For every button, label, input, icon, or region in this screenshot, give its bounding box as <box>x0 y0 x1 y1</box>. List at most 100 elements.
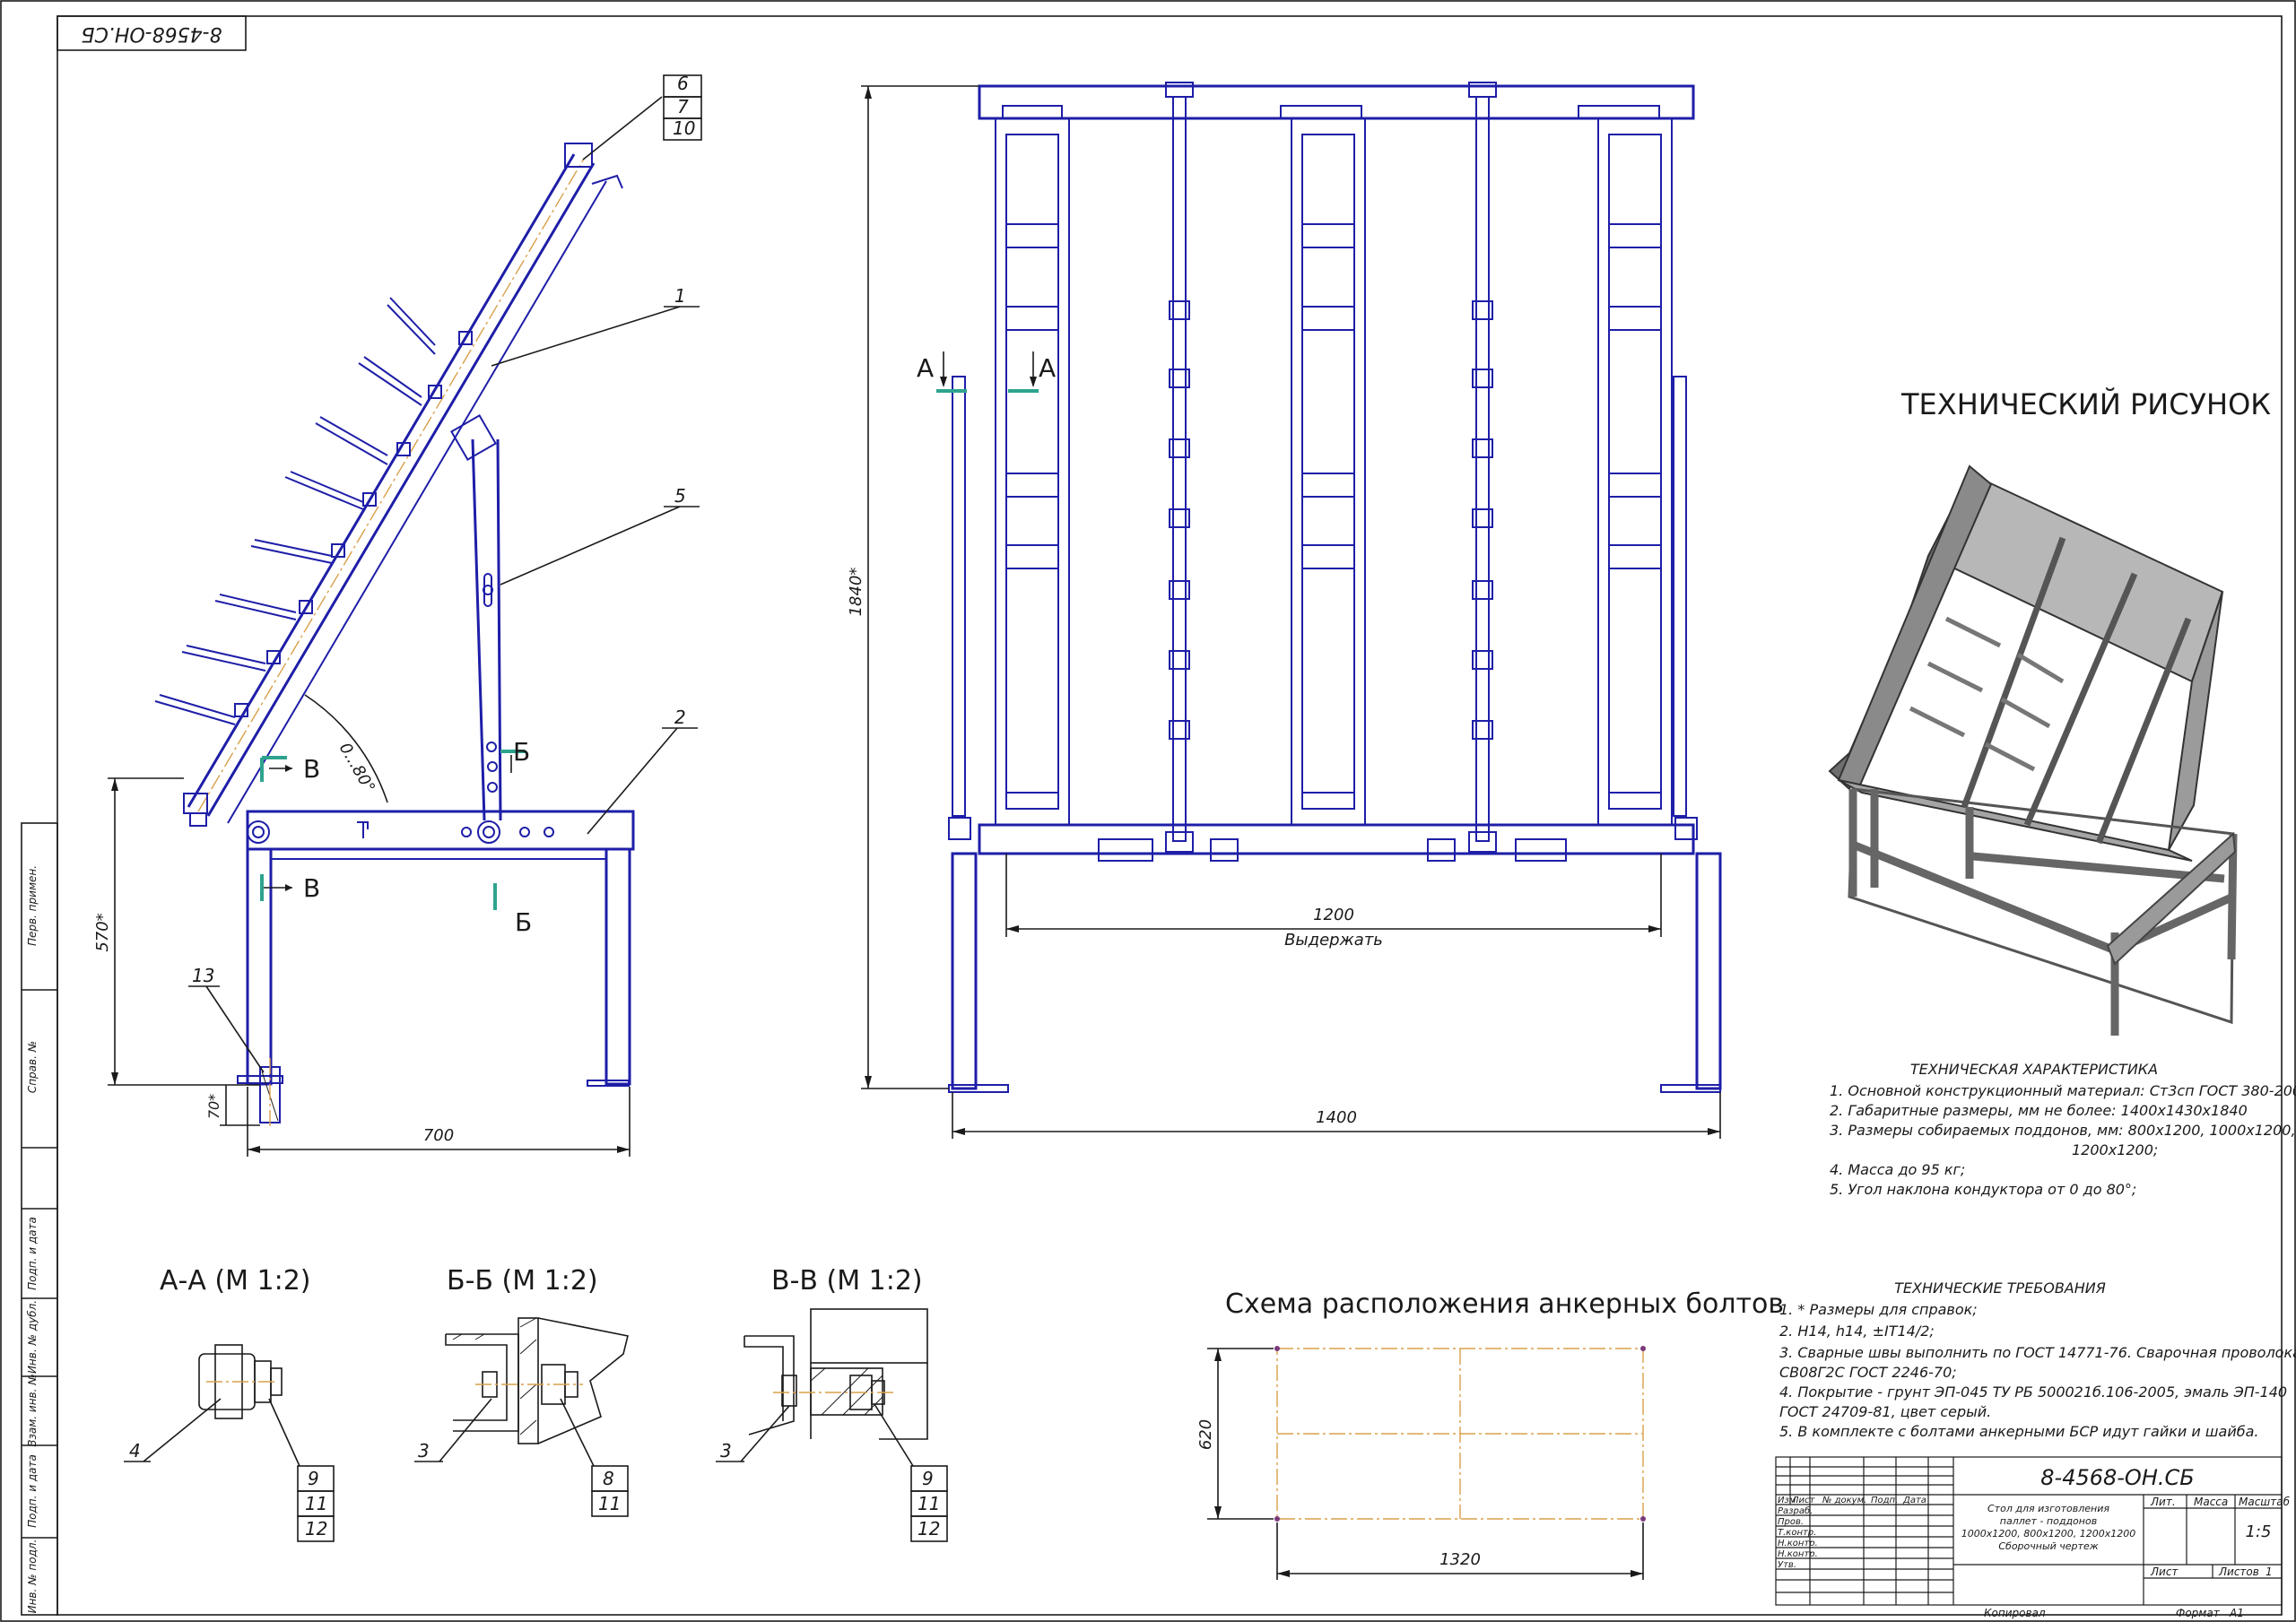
tech-char-line-1: 2. Габаритные размеры, мм не более: 1400… <box>1830 1102 2248 1119</box>
tech-characteristics: ТЕХНИЧЕСКАЯ ХАРАКТЕРИСТИКА 1. Основной к… <box>1830 1061 2296 1198</box>
tb-sheets-value: 1 <box>2266 1566 2273 1578</box>
strip-label-5: Подп. и дата <box>26 1454 39 1528</box>
front-dim-inner: 1200 <box>1313 906 1354 924</box>
tb-row-2: Т.контр. <box>1778 1528 1816 1538</box>
tb-format-label: Формат <box>2176 1607 2221 1619</box>
strip-label-3: Инв. № дубл. <box>26 1300 39 1374</box>
tb-col-izm: Изм <box>1778 1496 1796 1505</box>
section-b-b-title: Б-Б (М 1:2) <box>447 1265 598 1297</box>
side-dim-height: 570* <box>93 913 112 951</box>
tech-req-title: ТЕХНИЧЕСКИЕ ТРЕБОВАНИЯ <box>1894 1279 2106 1297</box>
tb-format-value: А1 <box>2229 1607 2244 1619</box>
drawing-frame <box>57 15 2283 1616</box>
strip-label-2: Подп. и дата <box>26 1217 39 1290</box>
tb-name-1: паллет - поддонов <box>2000 1515 2097 1527</box>
aa-callout-9: 9 <box>308 1468 319 1489</box>
tech-char-title: ТЕХНИЧЕСКАЯ ХАРАКТЕРИСТИКА <box>1910 1061 2158 1078</box>
tech-req-line-4: 4. Покрытие - грунт ЭП-045 ТУ РБ 500021б… <box>1779 1383 2287 1401</box>
section-b-b: Б-Б (М 1:2) 3 8 11 <box>414 1265 629 1517</box>
tb-row-0: Разраб. <box>1778 1505 1813 1516</box>
section-v-v: В-В (М 1:2) 3 9 11 12 <box>716 1265 948 1542</box>
side-callout-5: 5 <box>674 485 686 507</box>
anchor-dim-width: 1320 <box>1439 1550 1481 1569</box>
tech-requirements: ТЕХНИЧЕСКИЕ ТРЕБОВАНИЯ 1. * Размеры для … <box>1779 1279 2296 1440</box>
strip-label-1: Справ. № <box>26 1041 39 1093</box>
bb-callout-8: 8 <box>603 1468 614 1489</box>
tb-col-list: Лист <box>1791 1496 1816 1505</box>
tb-col-date: Дата <box>1902 1496 1926 1505</box>
tb-sheets-label: Листов <box>2218 1566 2259 1578</box>
section-a-a-title: А-А (М 1:2) <box>160 1265 311 1297</box>
front-dim-height: 1840* <box>847 568 865 617</box>
section-mark-b-top: Б <box>513 737 530 767</box>
tech-req-line-0: 1. * Размеры для справок; <box>1779 1301 1978 1318</box>
side-callout-13: 13 <box>192 965 214 986</box>
rotated-designation-box: 8-4568-ОН.СБ <box>57 15 247 51</box>
tech-req-line-6: 5. В комплекте с болтами анкерными БСР и… <box>1779 1423 2258 1440</box>
tb-col-doc: № докум. <box>1822 1496 1866 1505</box>
tech-char-line-3: 1200х1200; <box>2072 1141 2158 1158</box>
tech-req-line-3: СВ08Г2С ГОСТ 2246-70; <box>1779 1364 1957 1381</box>
front-dim-inner-note: Выдержать <box>1284 931 1383 950</box>
tech-char-line-0: 1. Основной конструкционный материал: Ст… <box>1830 1082 2296 1099</box>
left-stamp-strip: Перв. примен. Справ. № Подп. и дата Инв.… <box>21 822 58 1616</box>
tb-scale-value: 1:5 <box>2246 1522 2272 1541</box>
tb-scale-label: Масштаб <box>2239 1496 2291 1508</box>
tb-row-5: Утв. <box>1778 1560 1796 1570</box>
tb-name-2: 1000х1200, 800х1200, 1200х1200 <box>1961 1528 2135 1540</box>
side-callout-6: 6 <box>677 73 689 94</box>
section-mark-a-left: А <box>917 353 934 383</box>
front-dim-outer: 1400 <box>1316 1108 1357 1127</box>
tech-char-line-5: 5. Угол наклона кондуктора от 0 до 80°; <box>1830 1181 2136 1198</box>
side-dim-width: 700 <box>423 1126 454 1145</box>
tech-char-line-2: 3. Размеры собираемых поддонов, мм: 800х… <box>1830 1122 2296 1139</box>
strip-label-6: Инв. № подл. <box>26 1540 39 1614</box>
side-callout-2: 2 <box>674 707 686 728</box>
tb-name-3: Сборочный чертеж <box>1998 1540 2098 1552</box>
vv-callout-3: 3 <box>720 1440 732 1462</box>
rotated-designation: 8-4568-ОН.СБ <box>81 22 222 45</box>
tech-req-line-5: ГОСТ 24709-81, цвет серый. <box>1779 1403 1991 1420</box>
section-mark-b-bottom: Б <box>515 907 532 937</box>
tb-name-0: Стол для изготовления <box>1987 1503 2109 1514</box>
tb-row-4: Н.контр. <box>1778 1549 1818 1559</box>
vv-callout-12: 12 <box>918 1518 940 1540</box>
section-mark-v-top: В <box>303 754 320 784</box>
section-mark-a-right: А <box>1039 353 1056 383</box>
anchor-dim-height: 620 <box>1196 1419 1215 1450</box>
anchor-scheme: Схема расположения анкерных болтов 620 1… <box>1196 1288 1784 1580</box>
front-view: А А 1840* 1200 Выдержать 1400 <box>847 82 1722 1139</box>
side-callout-10: 10 <box>673 117 695 139</box>
anchor-scheme-title: Схема расположения анкерных болтов <box>1225 1288 1784 1320</box>
strip-label-0: Перв. примен. <box>26 865 39 946</box>
side-dim-foot: 70* <box>205 1094 222 1119</box>
tech-char-line-4: 4. Масса до 95 кг; <box>1830 1161 1965 1178</box>
tb-col-sign: Подп. <box>1871 1496 1898 1505</box>
aa-callout-11: 11 <box>305 1493 327 1514</box>
section-v-v-title: В-В (М 1:2) <box>771 1265 923 1297</box>
bb-callout-3: 3 <box>418 1440 430 1462</box>
tb-row-3: Н.контр. <box>1778 1539 1818 1548</box>
strip-label-4: Взам. инв. № <box>26 1374 39 1446</box>
section-a-a: А-А (М 1:2) 4 9 11 12 <box>124 1265 335 1542</box>
side-callout-7: 7 <box>677 96 689 117</box>
tech-req-line-2: 3. Сварные швы выполнить по ГОСТ 14771-7… <box>1779 1344 2296 1361</box>
isometric-render <box>1828 464 2238 1036</box>
tb-sheet-label: Лист <box>2150 1566 2179 1578</box>
tb-row-1: Пров. <box>1778 1517 1804 1527</box>
bb-callout-11: 11 <box>598 1493 621 1514</box>
side-view: 0...80° 6 7 10 1 5 2 13 В В Б Б 570* 7 <box>93 73 702 1157</box>
tb-mass-label: Масса <box>2194 1496 2228 1508</box>
aa-callout-4: 4 <box>129 1440 141 1462</box>
tb-copied: Копировал <box>1984 1607 2046 1619</box>
vv-callout-11: 11 <box>918 1493 940 1514</box>
section-mark-v-bottom: В <box>303 873 320 903</box>
technical-drawing-title: ТЕХНИЧЕСКИЙ РИСУНОК <box>1900 387 2271 421</box>
tech-req-line-1: 2. H14, h14, ±IT14/2; <box>1779 1323 1935 1340</box>
tb-designation: 8-4568-ОН.СБ <box>2040 1465 2194 1490</box>
aa-callout-12: 12 <box>305 1518 327 1540</box>
side-callout-1: 1 <box>674 285 686 307</box>
vv-callout-9: 9 <box>922 1468 934 1489</box>
